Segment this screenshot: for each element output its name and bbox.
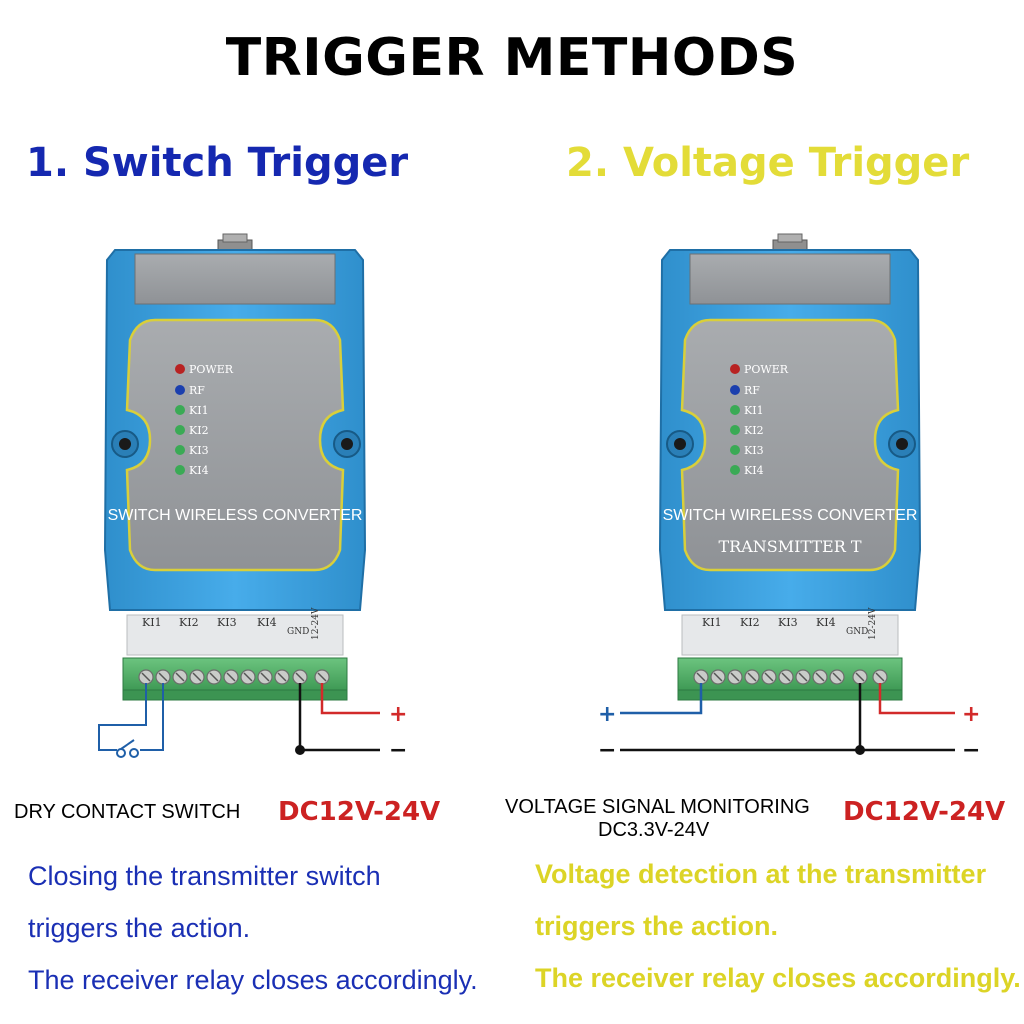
ki4-led (175, 465, 185, 475)
power-positive-wire (320, 683, 380, 715)
desc-line: The receiver relay closes accordingly. (28, 965, 478, 995)
page-title: TRIGGER METHODS (225, 28, 799, 88)
terminal-label: KI3 (778, 616, 798, 629)
terminal-label: 12-24V (868, 607, 878, 640)
led-label: KI1 (189, 404, 209, 417)
terminal-label: KI1 (142, 616, 162, 629)
switch-trigger-heading: 1. Switch Trigger (26, 140, 409, 186)
led-label: KI2 (189, 424, 209, 437)
terminal-label: KI2 (740, 616, 760, 629)
power-led (730, 364, 740, 374)
ki3-led (730, 445, 740, 455)
ki4-led (730, 465, 740, 475)
desc-line: Voltage detection at the transmitter (535, 859, 987, 889)
desc-line: triggers the action. (28, 913, 251, 943)
led-label: RF (744, 384, 760, 397)
signal-minus-sign: − (598, 738, 616, 763)
device-name-1: SWITCH WIRELESS CONVERTER (108, 507, 363, 524)
ki1-led (730, 405, 740, 415)
plus-sign: + (962, 702, 980, 727)
switch-contact-icon (129, 748, 139, 758)
voltage-range-label: DC3.3V-24V (598, 819, 710, 841)
switch-trigger-description: Closing the transmitter switch triggers … (28, 850, 478, 1006)
power-positive-wire (878, 683, 955, 715)
terminal-labels-2: KI1 KI2 KI3 KI4 GND 12-24V (702, 607, 878, 640)
terminal-label: KI4 (257, 616, 277, 629)
switch-wiring: + − (98, 683, 407, 763)
terminal-label: KI1 (702, 616, 722, 629)
terminal-labels-1: KI1 KI2 KI3 KI4 GND 12-24V (142, 607, 321, 640)
terminal-label: GND (287, 627, 309, 637)
signal-plus-sign: + (598, 702, 616, 727)
device-subname-2: TRANSMITTER T (718, 537, 861, 556)
led-label: KI4 (189, 464, 209, 477)
desc-line: Closing the transmitter switch (28, 861, 381, 891)
converter-device-2 (658, 232, 922, 702)
switch-wire-left (98, 683, 147, 751)
terminal-label: 12-24V (311, 607, 321, 640)
led-label: RF (189, 384, 205, 397)
switch-wire-right (140, 683, 164, 751)
led-label: KI3 (744, 444, 764, 457)
led-label: KI4 (744, 464, 764, 477)
led-column-2: POWER RF KI1 KI2 KI3 KI4 (730, 363, 789, 477)
switch-contact-icon (116, 748, 126, 758)
terminal-screws-2 (693, 669, 888, 685)
ki1-led (175, 405, 185, 415)
ki2-led (730, 425, 740, 435)
dry-contact-label: DRY CONTACT SWITCH (14, 801, 241, 823)
signal-positive-wire (620, 683, 703, 715)
minus-sign: − (962, 738, 980, 763)
switch-lever-icon (120, 739, 135, 750)
power-range-label-2: DC12V-24V (843, 797, 1006, 827)
terminal-label: KI4 (816, 616, 836, 629)
voltage-trigger-heading: 2. Voltage Trigger (566, 140, 970, 186)
power-range-label-1: DC12V-24V (278, 797, 441, 827)
voltage-trigger-description: Voltage detection at the transmitter tri… (535, 848, 1021, 1004)
terminal-label: KI2 (179, 616, 199, 629)
ki2-led (175, 425, 185, 435)
led-column-1: POWER RF KI1 KI2 KI3 KI4 (175, 363, 234, 477)
desc-line: triggers the action. (535, 911, 779, 941)
led-label: KI2 (744, 424, 764, 437)
terminal-label: GND (846, 627, 868, 637)
rf-led (175, 385, 185, 395)
led-label: POWER (189, 363, 234, 376)
rf-led (730, 385, 740, 395)
device-name-2: SWITCH WIRELESS CONVERTER (663, 507, 918, 524)
ki3-led (175, 445, 185, 455)
led-label: KI3 (189, 444, 209, 457)
minus-sign: − (389, 738, 407, 763)
converter-device-1 (103, 232, 367, 702)
terminal-label: KI3 (217, 616, 237, 629)
power-led (175, 364, 185, 374)
led-label: KI1 (744, 404, 764, 417)
desc-line: The receiver relay closes accordingly. (535, 963, 1021, 993)
led-label: POWER (744, 363, 789, 376)
plus-sign: + (389, 702, 407, 727)
voltage-wiring: + − + − (598, 683, 980, 763)
voltage-monitoring-label: VOLTAGE SIGNAL MONITORING (505, 796, 810, 818)
terminal-screws-1 (138, 669, 330, 685)
